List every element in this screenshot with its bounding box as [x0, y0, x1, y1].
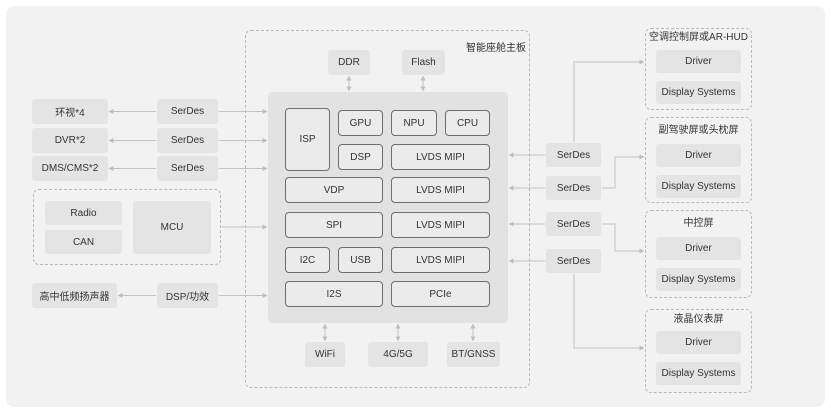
- display-frame-passenger: [645, 117, 752, 203]
- dms-cms-box: DMS/CMS*2: [32, 156, 108, 181]
- mainboard-title: 智能座舱主板: [466, 43, 526, 54]
- out-serdes-3: SerDes: [546, 212, 601, 236]
- camera-serdes-2: SerDes: [157, 128, 218, 153]
- can-box: CAN: [45, 230, 122, 254]
- lvds-mipi-block-2: LVDS MIPI: [391, 177, 490, 203]
- display-title-passenger: 副驾驶屏或头枕屏: [658, 125, 739, 136]
- npu-block: NPU: [391, 110, 437, 136]
- vdp-block: VDP: [285, 177, 383, 203]
- flash-box: Flash: [402, 50, 445, 75]
- display-title-cluster: 液晶仪表屏: [673, 314, 724, 325]
- mcu-group-frame: [33, 189, 221, 265]
- display-3-connector: [602, 223, 645, 254]
- out-serdes-2: SerDes: [546, 176, 601, 200]
- display-2-connector: [602, 154, 645, 189]
- bt-gnss-box: BT/GNSS: [447, 342, 500, 367]
- pcie-block: PCIe: [391, 281, 490, 307]
- camera-serdes-3: SerDes: [157, 156, 218, 181]
- display-1-driver: Driver: [656, 50, 741, 73]
- radio-box: Radio: [45, 201, 122, 225]
- display-2-system: Display Systems: [656, 175, 741, 198]
- out-serdes-4: SerDes: [546, 249, 601, 273]
- cellular-box: 4G/5G: [368, 342, 428, 367]
- isp-block: ISP: [285, 108, 330, 171]
- speaker-box: 高中低频扬声器: [32, 283, 117, 308]
- wifi-box: WiFi: [305, 342, 345, 367]
- display-2-driver: Driver: [656, 144, 741, 167]
- display-3-driver: Driver: [656, 237, 741, 260]
- display-3-system: Display Systems: [656, 268, 741, 291]
- mcu-box: MCU: [133, 201, 211, 254]
- audio-dsp-box: DSP/功效: [157, 283, 218, 308]
- dvr-box: DVR*2: [32, 128, 108, 153]
- display-1-system: Display Systems: [656, 81, 741, 104]
- lvds-mipi-block-3: LVDS MIPI: [391, 212, 490, 238]
- lvds-mipi-block-1: LVDS MIPI: [391, 144, 490, 170]
- i2c-block: I2C: [285, 247, 330, 273]
- dsp-block: DSP: [338, 144, 383, 170]
- spi-block: SPI: [285, 212, 383, 238]
- display-frame-cluster: [645, 309, 752, 393]
- display-title-center: 中控屏: [683, 218, 714, 229]
- out-serdes-1: SerDes: [546, 143, 601, 167]
- gpu-block: GPU: [338, 110, 383, 136]
- display-4-connector: [573, 274, 645, 351]
- display-frame-hvac-hud: [645, 28, 752, 110]
- lvds-mipi-block-4: LVDS MIPI: [391, 247, 490, 273]
- ddr-box: DDR: [328, 50, 370, 75]
- surround-camera-box: 环视*4: [32, 99, 108, 124]
- display-4-system: Display Systems: [656, 362, 741, 385]
- display-title-hvac-hud: 空调控制屏或AR-HUD: [649, 32, 748, 43]
- mainboard-frame: [245, 30, 530, 388]
- display-4-driver: Driver: [656, 331, 741, 354]
- camera-serdes-1: SerDes: [157, 99, 218, 124]
- display-frame-center: [645, 210, 752, 298]
- display-1-connector: [573, 59, 645, 142]
- i2s-block: I2S: [285, 281, 383, 307]
- usb-block: USB: [338, 247, 383, 273]
- cpu-block: CPU: [445, 110, 490, 136]
